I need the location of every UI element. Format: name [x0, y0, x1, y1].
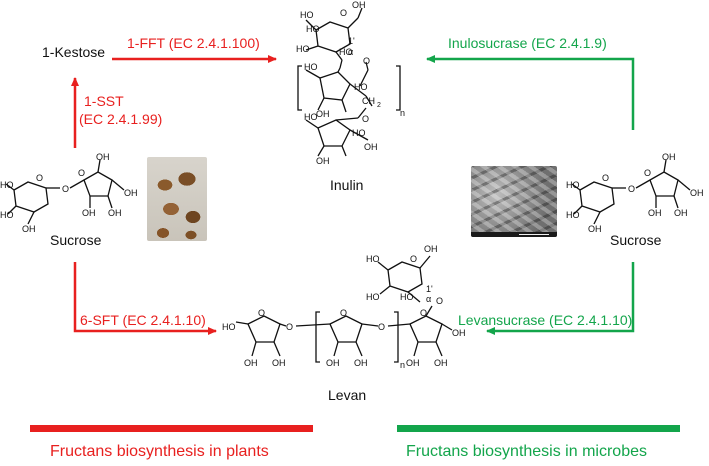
- svg-text:OH: OH: [108, 208, 122, 218]
- svg-text:HO: HO: [304, 112, 318, 122]
- inulosucrase-label: Inulosucrase (EC 2.4.1.9): [448, 35, 607, 51]
- svg-text:HO: HO: [354, 82, 368, 92]
- sucrose-left-structure: [5, 159, 125, 225]
- levansucrase-label: Levansucrase (EC 2.4.1.10): [458, 312, 633, 328]
- sucrose-left-atom-labels: HO HO OH O O OH O OH OH OH: [0, 152, 138, 234]
- svg-text:OH: OH: [124, 188, 138, 198]
- svg-text:O: O: [258, 308, 265, 318]
- sucrose-left-label: Sucrose: [50, 232, 102, 248]
- svg-text:O: O: [286, 322, 293, 332]
- sucrose-right-atom-labels: HO HO OH O O OH O OH OH OH: [566, 152, 704, 234]
- levan-atom-labels: HO O OH OH O O OH OH O n O OH OH OH O HO…: [222, 244, 466, 370]
- svg-text:OH: OH: [316, 156, 330, 166]
- svg-text:O: O: [410, 254, 417, 264]
- svg-text:HO: HO: [306, 24, 320, 34]
- svg-text:OH: OH: [690, 188, 704, 198]
- sst-enzyme-name: 1-SST: [84, 93, 124, 109]
- svg-text:OH: OH: [406, 358, 420, 368]
- sft-enzyme-label: 6-SFT (EC 2.4.1.10): [80, 312, 206, 328]
- legend-bar-plants: [30, 425, 313, 432]
- svg-text:OH: OH: [354, 358, 368, 368]
- svg-text:O: O: [36, 173, 43, 183]
- sucrose-right-label: Sucrose: [610, 232, 662, 248]
- svg-text:HO: HO: [566, 210, 580, 220]
- svg-text:O: O: [628, 184, 635, 194]
- microbe-photo: [471, 166, 557, 237]
- svg-text:1': 1': [348, 36, 355, 46]
- svg-text:HO: HO: [339, 47, 353, 57]
- svg-text:O: O: [436, 296, 443, 306]
- sucrose-right-structure: [571, 159, 691, 225]
- svg-text:HO: HO: [296, 44, 310, 54]
- svg-text:O: O: [340, 8, 347, 18]
- svg-text:HO: HO: [352, 128, 366, 138]
- svg-text:1': 1': [426, 284, 433, 294]
- svg-text:HO: HO: [400, 292, 414, 302]
- svg-text:OH: OH: [364, 142, 378, 152]
- svg-text:OH: OH: [662, 152, 676, 162]
- inulin-atom-labels: HO HO OH O HO HO 1' α O HO HO OH CH 2 n …: [296, 0, 405, 166]
- svg-text:HO: HO: [300, 10, 314, 20]
- arrow-sucrose-to-levan-microbe: [486, 262, 635, 335]
- svg-text:n: n: [400, 360, 405, 370]
- legend-plants-label: Fructans biosynthesis in plants: [50, 443, 269, 460]
- svg-text:O: O: [362, 114, 369, 124]
- svg-text:OH: OH: [272, 358, 286, 368]
- svg-text:α: α: [348, 47, 353, 57]
- svg-text:CH: CH: [362, 96, 375, 106]
- fft-enzyme-label: 1-FFT (EC 2.4.1.100): [127, 35, 260, 51]
- legend-bar-microbes: [397, 425, 680, 432]
- svg-text:OH: OH: [674, 208, 688, 218]
- svg-text:α: α: [426, 294, 431, 304]
- inulin-label: Inulin: [330, 177, 364, 193]
- svg-text:HO: HO: [222, 322, 236, 332]
- svg-text:O: O: [378, 322, 385, 332]
- svg-text:O: O: [644, 168, 651, 178]
- svg-text:OH: OH: [424, 244, 438, 254]
- svg-text:HO: HO: [0, 210, 14, 220]
- svg-text:HO: HO: [566, 180, 580, 190]
- svg-text:O: O: [602, 173, 609, 183]
- inulin-structure: [297, 7, 401, 157]
- legend-microbes-label: Fructans biosynthesis in microbes: [406, 443, 647, 460]
- sst-enzyme-ec: (EC 2.4.1.99): [79, 111, 163, 127]
- tuber-photo: [147, 157, 207, 241]
- svg-text:OH: OH: [316, 109, 330, 119]
- svg-text:OH: OH: [244, 358, 258, 368]
- levan-structure: [235, 255, 453, 363]
- arrow-sucrose-to-levan: [73, 262, 217, 335]
- svg-text:OH: OH: [434, 358, 448, 368]
- svg-text:OH: OH: [452, 328, 466, 338]
- svg-text:OH: OH: [352, 0, 366, 10]
- svg-text:O: O: [340, 308, 347, 318]
- arrow-sucrose-to-inulin: [426, 55, 635, 130]
- svg-text:O: O: [420, 308, 427, 318]
- svg-text:O: O: [363, 56, 370, 66]
- svg-text:OH: OH: [648, 208, 662, 218]
- svg-text:HO: HO: [366, 292, 380, 302]
- svg-text:OH: OH: [82, 208, 96, 218]
- svg-text:HO: HO: [304, 62, 318, 72]
- svg-text:n: n: [400, 108, 405, 118]
- svg-text:O: O: [78, 168, 85, 178]
- svg-text:OH: OH: [22, 224, 36, 234]
- svg-text:OH: OH: [96, 152, 110, 162]
- kestose-label: 1-Kestose: [42, 44, 106, 60]
- svg-text:OH: OH: [326, 358, 340, 368]
- svg-text:OH: OH: [588, 224, 602, 234]
- svg-text:HO: HO: [0, 180, 14, 190]
- levan-label: Levan: [328, 387, 367, 403]
- svg-text:O: O: [62, 184, 69, 194]
- svg-text:HO: HO: [366, 254, 380, 264]
- svg-text:2: 2: [377, 102, 381, 109]
